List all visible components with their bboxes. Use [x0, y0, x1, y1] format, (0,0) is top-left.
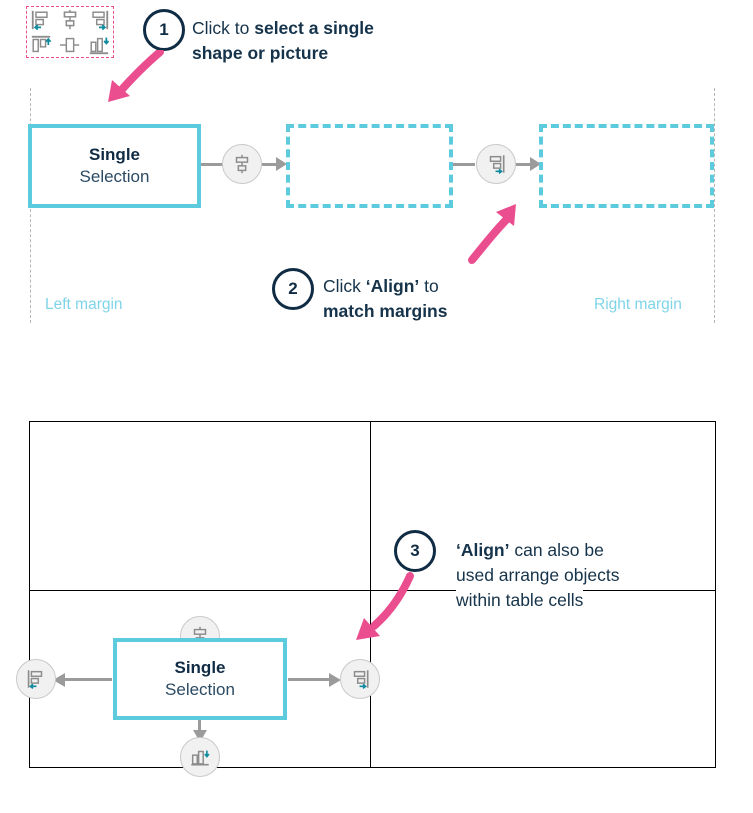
- step-3-text-line3: within table cells: [456, 588, 584, 613]
- selected-shape-title: Single: [88, 145, 140, 164]
- align-right-icon: [489, 155, 505, 174]
- connector-ghost1-to-right: [453, 163, 475, 166]
- step-3-text-tail: can also be: [509, 540, 604, 560]
- step-1-pointer-arrow: [108, 50, 164, 102]
- selected-shape-bottom-title: Single: [174, 658, 226, 677]
- step-2-callout: Click ‘Align’ to match margins: [323, 274, 603, 324]
- step-2-pointer-arrow: [468, 204, 516, 264]
- align-right-icon[interactable]: [88, 9, 110, 31]
- left-margin-label: Left margin: [45, 296, 123, 313]
- align-left-button-bottom[interactable]: [16, 659, 56, 699]
- step-2-text-tail: to: [419, 276, 439, 296]
- step-badge-1: 1: [143, 9, 185, 51]
- step-3-pointer-arrow: [356, 572, 414, 640]
- right-margin-label: Right margin: [594, 296, 682, 313]
- connector-arrowhead-2: [530, 157, 541, 171]
- connector-shape-to-bottom: [198, 720, 201, 732]
- table-column-divider: [370, 422, 371, 767]
- align-tools-gallery[interactable]: [26, 6, 114, 58]
- align-right-button-bottom[interactable]: [340, 659, 380, 699]
- selected-shape-bottom[interactable]: Single Selection: [113, 638, 287, 720]
- step-2-text-bold: ‘Align’: [365, 276, 420, 296]
- table-row-divider: [30, 590, 715, 591]
- step-1-text-bold2: shape or picture: [192, 43, 329, 63]
- step-3-text-bold: ‘Align’: [456, 540, 510, 560]
- step-badge-2: 2: [272, 268, 314, 310]
- step-1-text-bold: select a single: [254, 18, 374, 38]
- connector-right-to-ghost2: [516, 163, 532, 166]
- right-margin-guide: [714, 88, 715, 323]
- align-center-button-top[interactable]: [222, 144, 262, 184]
- step-badge-3: 3: [394, 530, 436, 572]
- align-bottom-button[interactable]: [180, 737, 220, 777]
- align-left-icon: [27, 670, 43, 689]
- step-badge-3-number: 3: [410, 541, 420, 560]
- align-right-icon: [353, 670, 369, 689]
- step-badge-1-number: 1: [159, 20, 169, 39]
- connector-arrowhead-right: [329, 673, 341, 687]
- selected-shape-top[interactable]: Single Selection: [28, 124, 201, 208]
- align-center-icon[interactable]: [59, 9, 81, 31]
- align-center-icon: [235, 154, 249, 174]
- selected-shape-bottom-subtitle: Selection: [165, 680, 235, 699]
- step-2-text-plain: Click: [323, 276, 366, 296]
- connector-shape-to-center: [201, 163, 223, 166]
- align-right-button-top[interactable]: [476, 144, 516, 184]
- selected-shape-subtitle: Selection: [79, 167, 150, 186]
- align-bottom-icon: [191, 750, 210, 766]
- ghost-shape-2[interactable]: [539, 124, 714, 208]
- align-middle-icon[interactable]: [59, 34, 81, 56]
- step-2-text-bold2: match margins: [323, 301, 448, 321]
- connector-arrowhead-bottom: [193, 730, 207, 742]
- step-3-text-line2: used arrange objects: [456, 565, 620, 585]
- connector-arrowhead-left: [53, 673, 65, 687]
- step-badge-2-number: 2: [288, 279, 298, 298]
- connector-arrowhead-1: [276, 157, 287, 171]
- ghost-shape-1[interactable]: [286, 124, 453, 208]
- align-left-icon[interactable]: [30, 9, 52, 31]
- align-bottom-icon[interactable]: [88, 34, 110, 56]
- align-top-icon[interactable]: [30, 34, 52, 56]
- connector-center-to-ghost1: [262, 163, 278, 166]
- connector-shape-to-left: [62, 678, 112, 681]
- step-1-callout: Click to select a single shape or pictur…: [192, 16, 512, 66]
- connector-shape-to-right: [288, 678, 332, 681]
- step-3-callout: ‘Align’ can also be used arrange objects…: [456, 538, 716, 613]
- step-1-text-plain: Click to: [192, 18, 255, 38]
